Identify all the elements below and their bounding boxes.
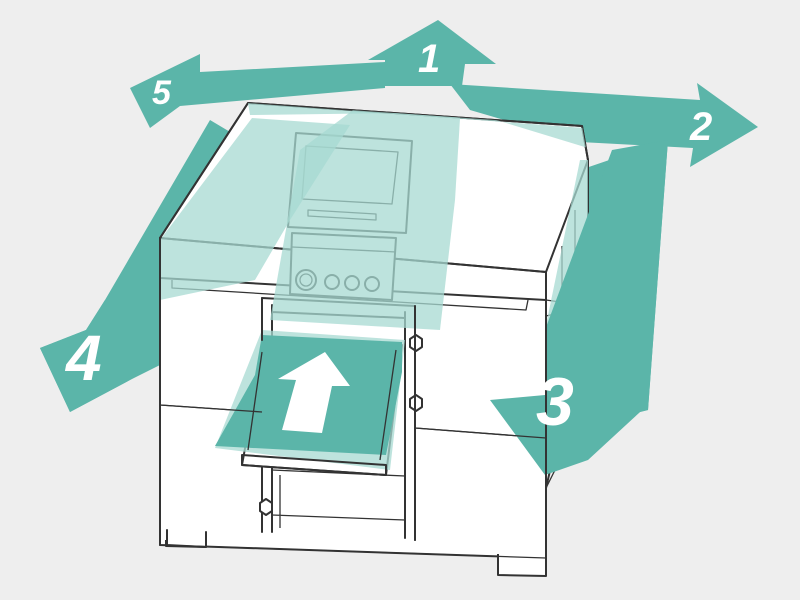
clearance-labels: 1 2 3 4 5 bbox=[64, 37, 712, 440]
label-3: 3 bbox=[536, 364, 574, 440]
arrow-4-overlay bbox=[160, 118, 350, 300]
arrow-2 bbox=[450, 83, 758, 167]
arrow-2-overlay bbox=[248, 103, 588, 148]
clearance-arrows-front bbox=[40, 103, 668, 475]
arrow-5 bbox=[130, 54, 385, 128]
label-2: 2 bbox=[689, 105, 712, 149]
label-4: 4 bbox=[64, 322, 102, 394]
label-1: 1 bbox=[418, 37, 440, 81]
label-5: 5 bbox=[152, 74, 172, 112]
arrow-3-shaft bbox=[545, 140, 668, 475]
arrow-1 bbox=[368, 20, 496, 86]
arrow-3-head bbox=[490, 395, 545, 475]
insert-direction-arrow bbox=[278, 352, 350, 433]
foot-right bbox=[497, 554, 547, 577]
bolt-3 bbox=[259, 498, 273, 516]
machine-outline-front bbox=[159, 237, 547, 559]
arrow-4-head bbox=[40, 300, 160, 412]
